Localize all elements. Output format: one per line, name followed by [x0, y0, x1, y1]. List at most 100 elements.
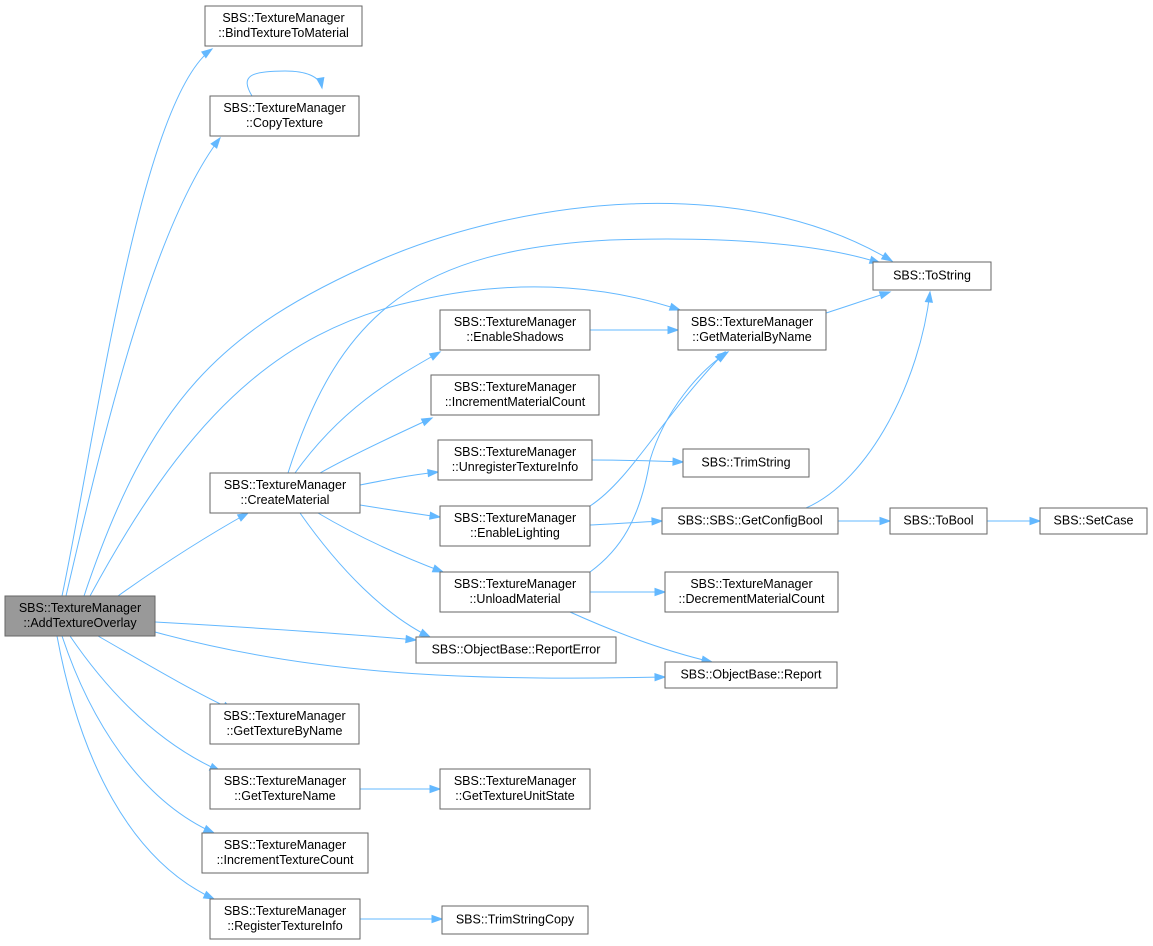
node-box [209, 768, 361, 810]
node-label: SBS::SetCase [1054, 513, 1134, 527]
node-label: ::GetMaterialByName [692, 330, 812, 344]
edge-createMaterial-to-enableLighting [359, 504, 442, 520]
node-box [664, 571, 839, 613]
nodes-layer: SBS::TextureManager::AddTextureOverlaySB… [4, 5, 1148, 940]
node-bindTextureToMaterial[interactable]: SBS::TextureManager::BindTextureToMateri… [204, 5, 363, 47]
edge-line [589, 351, 729, 573]
node-getTextureName[interactable]: SBS::TextureManager::GetTextureName [209, 768, 361, 810]
arrowhead-icon [316, 76, 325, 90]
node-copyTexture[interactable]: SBS::TextureManager::CopyTexture [209, 95, 360, 137]
node-enableShadows[interactable]: SBS::TextureManager::EnableShadows [439, 309, 591, 351]
node-label: ::UnloadMaterial [469, 592, 560, 606]
edge-unloadMaterial-to-getMaterialByName [589, 351, 730, 573]
edge-line [89, 286, 681, 597]
node-trimString[interactable]: SBS::TrimString [682, 448, 810, 478]
node-report[interactable]: SBS::ObjectBase::Report [664, 661, 838, 689]
node-box [209, 95, 360, 137]
arrowhead-icon [428, 351, 442, 361]
arrowhead-icon [716, 351, 730, 362]
node-label: SBS::TrimStringCopy [456, 912, 575, 926]
node-reportError[interactable]: SBS::ObjectBase::ReportError [415, 636, 617, 664]
edge-getTextureName-to-getTextureUnitState [359, 784, 442, 794]
edge-getConfigBool-to-toString [805, 290, 933, 509]
node-trimStringCopy[interactable]: SBS::TrimStringCopy [441, 905, 589, 935]
node-box [209, 472, 361, 514]
edge-createMaterial-to-enableShadows [294, 351, 442, 474]
node-label: SBS::ToString [893, 268, 971, 282]
edge-line [319, 417, 433, 474]
node-label: ::RegisterTextureInfo [227, 919, 342, 933]
node-box [415, 636, 617, 664]
node-label: SBS::TextureManager [454, 511, 576, 525]
node-setCase[interactable]: SBS::SetCase [1039, 507, 1148, 535]
node-getMaterialByName[interactable]: SBS::TextureManager::GetMaterialByName [677, 309, 827, 351]
arrowhead-icon [924, 290, 933, 303]
node-getTextureByName[interactable]: SBS::TextureManager::GetTextureByName [209, 703, 360, 745]
node-box [439, 505, 591, 547]
arrowhead-icon [880, 251, 894, 262]
node-label: SBS::TextureManager [454, 445, 576, 459]
node-createMaterial[interactable]: SBS::TextureManager::CreateMaterial [209, 472, 361, 514]
node-getConfigBool[interactable]: SBS::SBS::GetConfigBool [661, 507, 839, 535]
node-box [441, 905, 589, 935]
node-decrementMaterialCount[interactable]: SBS::TextureManager::DecrementMaterialCo… [664, 571, 839, 613]
node-label: SBS::TextureManager [454, 380, 576, 394]
node-box [437, 439, 593, 481]
node-label: ::IncrementMaterialCount [445, 395, 586, 409]
edge-line [83, 202, 893, 597]
arrowhead-icon [210, 136, 221, 149]
node-unregisterTextureInfo[interactable]: SBS::TextureManager::UnregisterTextureIn… [437, 439, 593, 481]
edge-unloadMaterial-to-decrementMaterialCount [590, 587, 667, 597]
edge-createMaterial-to-unloadMaterial [317, 512, 445, 573]
edge-line [154, 631, 666, 679]
arrowhead-icon [405, 634, 418, 644]
node-label: ::AddTextureOverlay [23, 616, 137, 630]
node-getTextureUnitState[interactable]: SBS::TextureManager::GetTextureUnitState [439, 768, 591, 810]
edge-createMaterial-to-incrementMaterialCount [319, 417, 434, 474]
edge-registerTextureInfo-to-trimStringCopy [359, 914, 444, 924]
arrowhead-icon [668, 302, 682, 311]
node-box [204, 5, 363, 47]
edge-getMaterialByName-to-toString [825, 291, 892, 314]
node-box [1039, 507, 1148, 535]
arrowhead-icon [654, 672, 667, 682]
node-box [430, 374, 600, 416]
node-box [209, 703, 360, 745]
edge-addTextureOverlay-to-copyTexture [65, 136, 221, 597]
edge-line [56, 635, 215, 900]
node-label: SBS::SBS::GetConfigBool [677, 513, 822, 527]
edge-createMaterial-to-unregisterTextureInfo [359, 468, 440, 486]
node-label: SBS::ObjectBase::ReportError [432, 642, 601, 656]
node-box [889, 507, 988, 535]
edge-line [287, 238, 881, 474]
edge-line [69, 635, 221, 772]
node-label: ::GetTextureUnitState [455, 789, 575, 803]
node-incrementMaterialCount[interactable]: SBS::TextureManager::IncrementMaterialCo… [430, 374, 600, 416]
edges-layer [56, 48, 1042, 924]
arrowhead-icon [879, 516, 892, 526]
arrowhead-icon [654, 587, 667, 597]
node-label: SBS::ObjectBase::Report [680, 667, 822, 681]
node-registerTextureInfo[interactable]: SBS::TextureManager::RegisterTextureInfo [209, 898, 361, 940]
node-label: ::GetTextureByName [226, 724, 342, 738]
edge-getConfigBool-to-toBool [837, 516, 892, 526]
node-label: SBS::TextureManager [223, 101, 345, 115]
node-enableLighting[interactable]: SBS::TextureManager::EnableLighting [439, 505, 591, 547]
node-label: ::DecrementMaterialCount [679, 592, 825, 606]
node-toString[interactable]: SBS::ToString [872, 261, 992, 291]
arrowhead-icon [427, 468, 440, 478]
edge-line [61, 48, 213, 597]
arrowhead-icon [672, 457, 685, 466]
edge-line [317, 512, 444, 573]
node-label: SBS::TextureManager [223, 709, 345, 723]
arrowhead-icon [420, 417, 434, 427]
arrowhead-icon [236, 512, 250, 522]
node-box [677, 309, 827, 351]
arrowhead-icon [431, 914, 444, 924]
arrowhead-icon [1029, 516, 1042, 526]
node-toBool[interactable]: SBS::ToBool [889, 507, 988, 535]
node-unloadMaterial[interactable]: SBS::TextureManager::UnloadMaterial [439, 571, 591, 613]
node-label: ::EnableShadows [466, 330, 563, 344]
node-incrementTextureCount[interactable]: SBS::TextureManager::IncrementTextureCou… [201, 832, 369, 874]
